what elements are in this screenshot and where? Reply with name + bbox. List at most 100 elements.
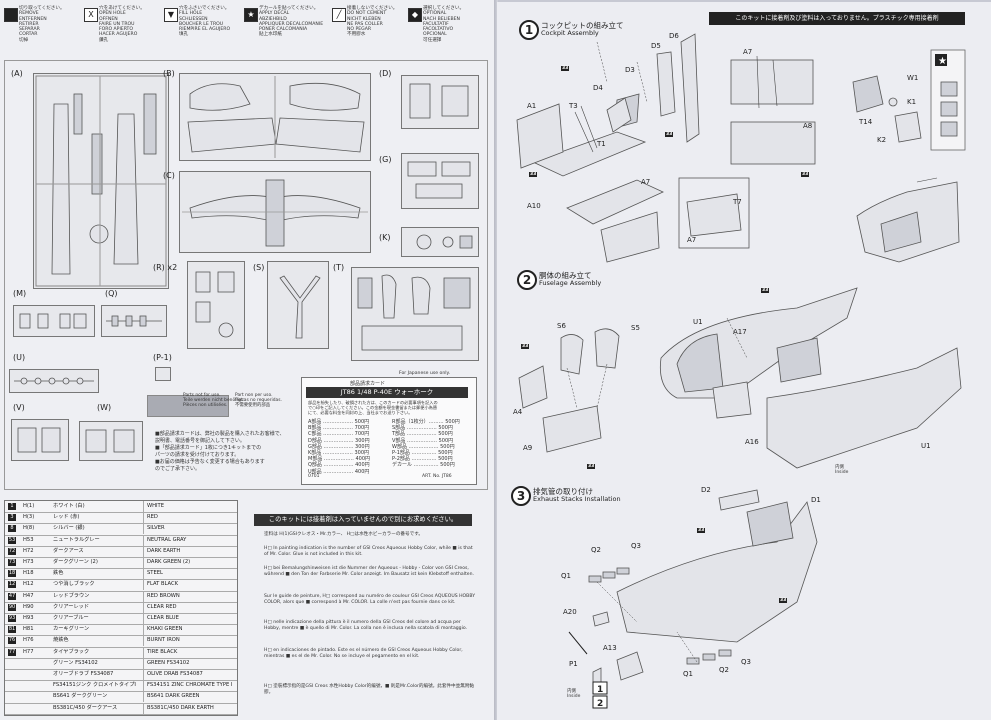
paint-badge: 33 <box>665 132 674 137</box>
color-name-jp: レッドブラウン <box>53 592 90 599</box>
decal-star-icon: ★ <box>244 8 258 22</box>
not-for-use-swatch <box>147 395 229 417</box>
sprue-c-drawing <box>182 179 368 247</box>
color-name-jp: ダークアース <box>53 547 84 554</box>
color-number: 72 <box>8 547 16 555</box>
color-name-jp: カーキグリーン <box>53 626 90 633</box>
symbol-legend: 切り取ってください。 REMOVE ENTFERNEN RETIRER SEPA… <box>4 6 484 58</box>
sprue-label-s: (S) <box>253 263 265 272</box>
color-name-jp: 焼鉄色 <box>53 637 69 644</box>
sprue-r <box>187 261 245 349</box>
not-for-use-text: Parts not for use. Teile werden nicht be… <box>183 393 244 408</box>
sprue-label-m: (M) <box>13 289 27 298</box>
color-code: H72 <box>23 547 34 554</box>
label-a20: A20 <box>563 608 577 616</box>
order-card-item: V部品 ……………… 500円 <box>392 437 454 444</box>
symbol-decal: ★デカールを貼ってください。 APPLY DECAL ABZIEHBILD AP… <box>244 6 323 54</box>
not-for-use-text-2: Part non per uso. Piezas no requeridas. … <box>235 393 282 408</box>
sprue-label-d: (D) <box>379 69 392 78</box>
paint-badge: 33 <box>587 464 596 469</box>
warning-bar: このキットに接着剤及び塗料は入っておりません。プラスチック専用接着剤 <box>709 12 965 25</box>
sprue-label-g: (G) <box>379 155 392 164</box>
color-divider <box>143 545 144 557</box>
paint-note-de: H□ bei Bemalungshinweisen ist die Nummer… <box>264 566 474 577</box>
color-name-jp: レッド (赤) <box>53 514 80 521</box>
color-name-jp: ダークグリーン (2) <box>53 559 98 565</box>
sprue-label-t: (T) <box>333 263 345 272</box>
sprue-g-drawing <box>407 161 471 199</box>
order-card-item: K部品 ……………… 300円 <box>308 450 370 456</box>
color-name-en: DARK GREEN (2) <box>147 559 191 565</box>
sprue-c <box>179 171 371 253</box>
label-a8: A8 <box>803 122 813 130</box>
color-name-jp: BS381C/450 ダークアース <box>53 704 118 711</box>
color-number: 73 <box>8 559 16 566</box>
color-name-en: NEUTRAL GRAY <box>147 536 187 543</box>
step-1-number: 1 <box>519 20 539 40</box>
label-t7: T7 <box>733 198 742 206</box>
sprue-b-drawing <box>187 76 365 158</box>
color-number: 8 <box>8 525 16 533</box>
sprue-t <box>351 267 479 361</box>
paint-badge: 33 <box>761 288 770 293</box>
sprue-s <box>267 261 329 349</box>
sprue-r-drawing <box>195 271 235 338</box>
label-q1-a: Q1 <box>561 572 571 580</box>
order-card-item: D部品 ……………… 300円 <box>308 437 370 444</box>
label-q2-b: Q2 <box>719 666 729 674</box>
label-d4: D4 <box>593 84 603 92</box>
color-name-jp: ホワイト (白) <box>53 503 85 509</box>
sprue-k <box>401 227 479 257</box>
order-card-item: S部品 ……………… 500円 <box>392 425 453 432</box>
sprue-a <box>33 73 169 289</box>
order-card-item: B部品 ……………… 700円 <box>308 425 370 432</box>
label-d3: D3 <box>625 66 635 74</box>
order-card-item: U部品 ……………… 400円 <box>308 468 370 475</box>
label-p1: P1 <box>569 660 578 668</box>
symbol-cut: 切り取ってください。 REMOVE ENTFERNEN RETIRER SEPA… <box>4 6 82 54</box>
order-card-item: P-2部品 …………… 500円 <box>392 456 453 463</box>
color-name-en: FS34151 ZINC CHROMATE TYPE I <box>147 682 233 689</box>
left-page: 切り取ってください。 REMOVE ENTFERNEN RETIRER SEPA… <box>0 0 494 720</box>
label-t14: T14 <box>859 118 873 126</box>
color-name-jp: グリーン FS34102 <box>53 659 98 666</box>
color-divider <box>143 635 144 647</box>
step-2-number: 2 <box>517 270 537 290</box>
order-card-item: R部品（1枚分）……… 500円 <box>392 419 460 425</box>
sprue-t-drawing <box>357 274 471 351</box>
sprue-a-drawing <box>35 75 167 287</box>
color-divider <box>143 557 144 568</box>
color-number: 76 <box>8 637 16 645</box>
sprue-label-p1: (P-1) <box>153 353 172 362</box>
label-t1: T1 <box>597 140 606 148</box>
color-code: H53 <box>23 536 34 543</box>
sprue-q-drawing <box>106 315 162 327</box>
label-a16: A16 <box>745 438 759 446</box>
sprue-label-u: (U) <box>13 353 26 362</box>
sprue-d-drawing <box>409 83 469 119</box>
sprue-s-drawing <box>279 275 321 339</box>
color-name-en: SILVER <box>147 525 165 532</box>
sprue-m-drawing <box>19 313 87 329</box>
label-s5: S5 <box>631 324 640 332</box>
sprue-label-w: (W) <box>97 403 112 412</box>
color-name-en: STEEL <box>147 570 163 577</box>
color-code: H93 <box>23 615 34 621</box>
color-divider <box>143 534 144 546</box>
sprue-q <box>101 305 167 337</box>
color-name-en: GREEN FS34102 <box>147 659 190 666</box>
color-number: 12 <box>8 581 16 589</box>
color-number: 77 <box>8 648 16 656</box>
